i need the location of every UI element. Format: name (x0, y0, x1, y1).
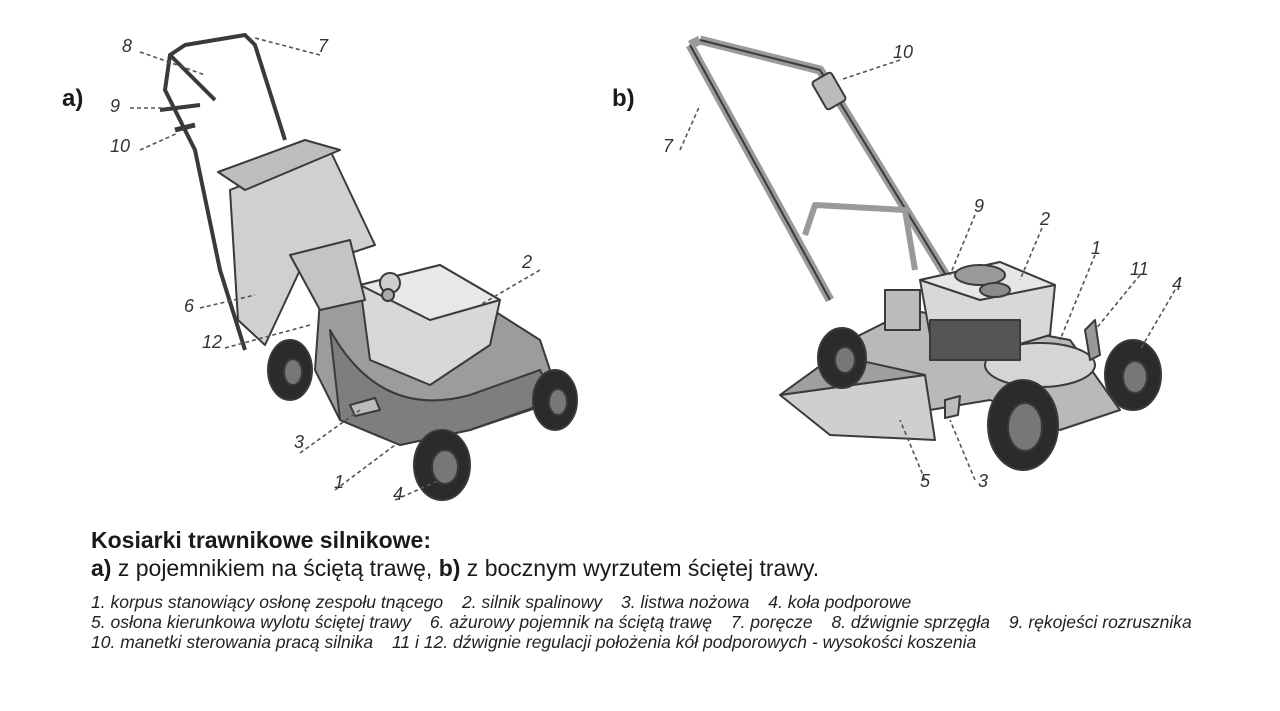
caption-heading: Kosiarki trawnikowe silnikowe: (91, 527, 431, 553)
callout-a-9: 9 (110, 96, 120, 116)
callout-b-4: 4 (1172, 274, 1182, 294)
handle-a (163, 33, 287, 351)
callout-a-8: 8 (122, 36, 132, 56)
callout-b-7: 7 (663, 136, 674, 156)
callout-b-11: 11 (1130, 259, 1149, 279)
caption-text-b: z bocznym wyrzutem ściętej trawy. (460, 555, 820, 581)
parts-legend: 1. korpus stanowiący osłonę zespołu tnąc… (91, 592, 1211, 652)
legend-item: 7. poręcze (730, 612, 813, 632)
panel-label-b: b) (612, 85, 635, 112)
leaders-b (679, 59, 1176, 481)
legend-item: 5. osłona kierunkowa wylotu ściętej traw… (91, 612, 412, 632)
caption-label-b: b) (438, 555, 461, 581)
callout-a-3: 3 (294, 432, 304, 452)
legend-item: 9. rękojeści rozrusznika (1008, 612, 1192, 632)
callout-a-12: 12 (202, 332, 222, 352)
callout-b-1: 1 (1091, 238, 1101, 258)
throttle-b (811, 71, 847, 111)
panel-label-a: a) (62, 85, 83, 112)
callout-a-1: 1 (334, 472, 344, 492)
mower-a-drawing (159, 33, 578, 501)
legend-item: 2. silnik spalinowy (462, 592, 603, 612)
callout-a-2: 2 (521, 252, 532, 272)
caption-label-a: a) (91, 555, 112, 581)
legend-item-wrap: 11 i 12. dźwignie regulacji położenia kó… (391, 632, 977, 652)
callout-b-9: 9 (974, 196, 984, 216)
legend-item: 8. dźwignie sprzęgła (831, 612, 990, 632)
callout-b-5: 5 (920, 471, 931, 491)
callout-b-3: 3 (978, 471, 988, 491)
callout-a-6: 6 (184, 296, 195, 316)
leaders-a (130, 37, 541, 501)
grass-box-top (217, 139, 341, 191)
callout-b-2: 2 (1039, 209, 1050, 229)
callout-a-4: 4 (393, 484, 403, 504)
callout-a-10: 10 (110, 136, 130, 156)
legend-item: 1. korpus stanowiący osłonę zespołu tnąc… (91, 592, 444, 612)
caption-subtitle: a) z pojemnikiem na ściętą trawę, b) z b… (91, 555, 819, 582)
legend-item: 4. koła podporowe (768, 592, 912, 612)
caption-text-a: z pojemnikiem na ściętą trawę, (111, 555, 439, 581)
callout-b-10: 10 (893, 42, 913, 62)
legend-item: 3. listwa nożowa (620, 592, 750, 612)
callout-a-7: 7 (318, 36, 329, 56)
legend-item: 6. ażurowy pojemnik na ściętą trawę (429, 612, 712, 632)
legend-item: 10. manetki sterowania pracą silnika (91, 632, 374, 652)
mower-b-drawing (686, 35, 1162, 471)
